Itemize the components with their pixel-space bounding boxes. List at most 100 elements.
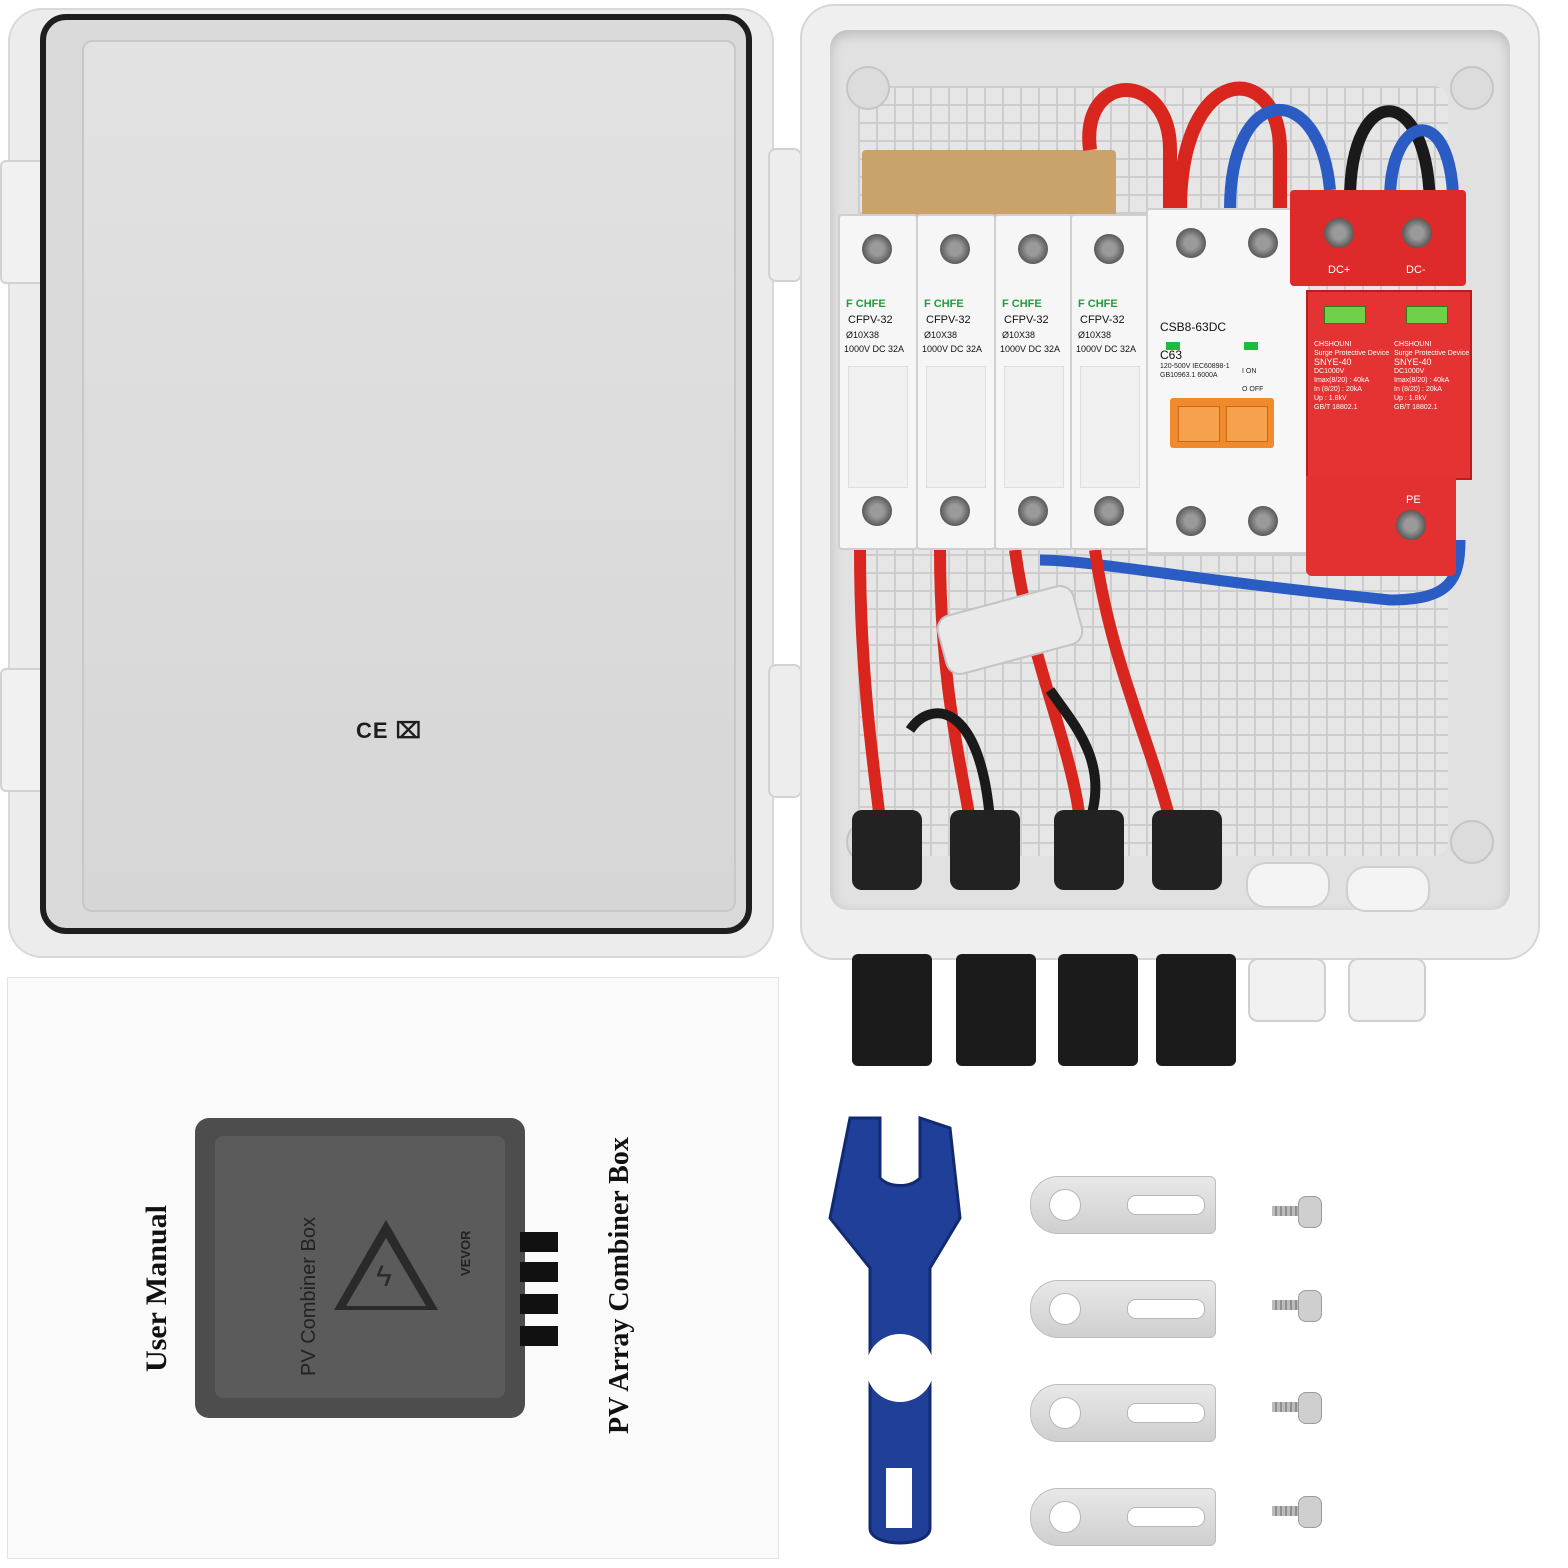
wiring bbox=[854, 81, 1466, 822]
corner-boss bbox=[846, 66, 890, 110]
terminal-screw bbox=[862, 496, 892, 526]
fuse-size: Ø10X38 bbox=[1078, 330, 1112, 340]
lid-panel bbox=[82, 40, 736, 912]
ce-mark: CE ⌧ bbox=[356, 718, 423, 743]
manual-title: User Manual bbox=[140, 1205, 173, 1372]
white-cable-gland bbox=[1248, 958, 1326, 1022]
fuse-model: CFPV-32 bbox=[848, 314, 893, 326]
terminal-screw bbox=[1324, 218, 1354, 248]
fuse-brand: F CHFE bbox=[846, 298, 886, 310]
mounting-screw-2 bbox=[1270, 1290, 1322, 1322]
spd-terminal-block: DC+ DC- bbox=[1290, 190, 1466, 286]
corner-boss bbox=[1450, 820, 1494, 864]
white-gland-cap bbox=[1246, 862, 1330, 908]
terminal-screw bbox=[1176, 228, 1206, 258]
breaker-specs: 120-500V IEC60898-1 GB10963.1 6000A bbox=[1160, 363, 1230, 379]
white-gland-cap bbox=[1346, 866, 1430, 912]
fuse-rating: 1000V DC 32A bbox=[922, 344, 983, 354]
spd-dc-plus-label: DC+ bbox=[1328, 264, 1351, 276]
hinge-top bbox=[768, 148, 802, 282]
hinge-bottom bbox=[768, 664, 802, 798]
fuse-holder-1[interactable]: F CHFE CFPV-32 Ø10X38 1000V DC 32A bbox=[838, 214, 918, 550]
fuse-body bbox=[848, 366, 908, 488]
mc4-wrench bbox=[828, 1115, 962, 1545]
cable-gland-1 bbox=[852, 810, 922, 890]
breaker-curve: C63 bbox=[1160, 348, 1183, 362]
mounting-bracket-3 bbox=[1030, 1384, 1216, 1442]
terminal-screw bbox=[940, 496, 970, 526]
fuse-body bbox=[1080, 366, 1140, 488]
manual-connector bbox=[520, 1262, 558, 1282]
fuse-size: Ø10X38 bbox=[924, 330, 958, 340]
breaker-indicator bbox=[1244, 342, 1258, 350]
corner-boss bbox=[1450, 66, 1494, 110]
breaker-model: CSB8-63DC bbox=[1160, 320, 1227, 334]
breaker-toggle[interactable] bbox=[1170, 398, 1274, 448]
spd-dc-minus-label: DC- bbox=[1406, 264, 1426, 276]
cable-gland-3 bbox=[1054, 810, 1124, 890]
pe-terminal-screw bbox=[1396, 510, 1426, 540]
fuse-rating: 1000V DC 32A bbox=[844, 344, 905, 354]
fuse-holder-4[interactable]: F CHFE CFPV-32 Ø10X38 1000V DC 32A bbox=[1070, 214, 1150, 550]
terminal-screw bbox=[1176, 506, 1206, 536]
fuse-body bbox=[1004, 366, 1064, 488]
terminal-screw bbox=[1018, 234, 1048, 264]
spd-base: PE bbox=[1306, 476, 1456, 576]
fuse-size: Ø10X38 bbox=[846, 330, 880, 340]
terminal-screw bbox=[1248, 506, 1278, 536]
fuse-rating: 1000V DC 32A bbox=[1000, 344, 1061, 354]
terminal-screw bbox=[862, 234, 892, 264]
terminal-screw bbox=[1094, 234, 1124, 264]
fuse-model: CFPV-32 bbox=[1004, 314, 1049, 326]
breaker-off-label: O OFF bbox=[1242, 386, 1264, 393]
spd-status-window bbox=[1324, 306, 1366, 324]
mounting-screw-3 bbox=[1270, 1392, 1322, 1424]
terminal-screw bbox=[1094, 496, 1124, 526]
copper-label-tag bbox=[862, 150, 1116, 222]
fuse-brand: F CHFE bbox=[1078, 298, 1118, 310]
cable-gland-4 bbox=[1152, 810, 1222, 890]
manual-connector bbox=[520, 1232, 558, 1252]
terminal-screw bbox=[1248, 228, 1278, 258]
toggle-lever bbox=[1226, 406, 1268, 442]
breaker-indicator bbox=[1166, 342, 1180, 350]
mc4-connector bbox=[1058, 954, 1138, 1066]
manual-subtitle: PV Array Combiner Box bbox=[604, 1137, 635, 1434]
spd-pe-label: PE bbox=[1406, 494, 1421, 506]
mc4-connector bbox=[956, 954, 1036, 1066]
manual-connector bbox=[520, 1294, 558, 1314]
fuse-brand: F CHFE bbox=[924, 298, 964, 310]
manual-connector bbox=[520, 1326, 558, 1346]
terminal-screw bbox=[1402, 218, 1432, 248]
mounting-screw-1 bbox=[1270, 1196, 1322, 1228]
fuse-rating: 1000V DC 32A bbox=[1076, 344, 1137, 354]
cable-gland-2 bbox=[950, 810, 1020, 890]
lightning-icon: ϟ bbox=[376, 1260, 392, 1293]
spd-status-window bbox=[1406, 306, 1448, 324]
fuse-holder-2[interactable]: F CHFE CFPV-32 Ø10X38 1000V DC 32A bbox=[916, 214, 996, 550]
dc-circuit-breaker[interactable]: CSB8-63DC C63 120-500V IEC60898-1 GB1096… bbox=[1146, 208, 1310, 554]
terminal-screw bbox=[1018, 496, 1048, 526]
mounting-bracket-1 bbox=[1030, 1176, 1216, 1234]
manual-device-brand: VEVOR bbox=[458, 1230, 473, 1276]
fuse-holder-3[interactable]: F CHFE CFPV-32 Ø10X38 1000V DC 32A bbox=[994, 214, 1074, 550]
fuse-body bbox=[926, 366, 986, 488]
mc4-connector bbox=[852, 954, 932, 1066]
toggle-lever bbox=[1178, 406, 1220, 442]
terminal-screw bbox=[940, 234, 970, 264]
fuse-brand: F CHFE bbox=[1002, 298, 1042, 310]
white-cable-gland bbox=[1348, 958, 1426, 1022]
fuse-model: CFPV-32 bbox=[1080, 314, 1125, 326]
mc4-connector bbox=[1156, 954, 1236, 1066]
fuse-size: Ø10X38 bbox=[1002, 330, 1036, 340]
manual-device-label: PV Combiner Box bbox=[298, 1217, 320, 1376]
mounting-screw-4 bbox=[1270, 1496, 1322, 1528]
warning-triangle-inner bbox=[346, 1238, 426, 1306]
fuse-model: CFPV-32 bbox=[926, 314, 971, 326]
mounting-bracket-4 bbox=[1030, 1488, 1216, 1546]
breaker-on-label: I ON bbox=[1242, 368, 1257, 375]
mounting-bracket-2 bbox=[1030, 1280, 1216, 1338]
